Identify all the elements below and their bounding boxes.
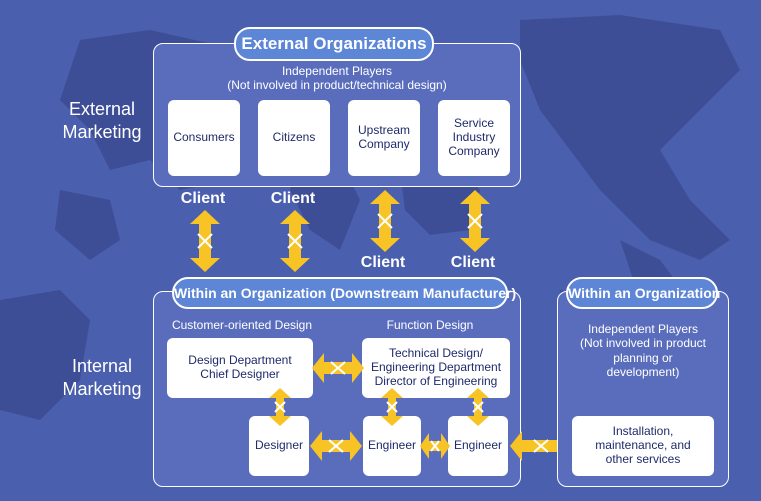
- client-arrow-upstream: [370, 190, 400, 252]
- client-arrow-citizens: [280, 210, 310, 272]
- consumers-box: Consumers: [168, 100, 240, 176]
- client-arrow-service: [460, 190, 490, 252]
- arrow-tech-dept-to-engineer-1: [381, 388, 403, 426]
- arrow-design-dept-to-designer: [269, 388, 291, 426]
- client-label-citizens: Client: [270, 190, 316, 207]
- arrow-tech-dept-to-engineer-2: [467, 388, 489, 426]
- engineer-box-2: Engineer: [448, 416, 508, 476]
- arrow-design-dept-to-tech-dept: [312, 353, 364, 383]
- client-label-consumers: Client: [180, 190, 226, 207]
- external-orgs-subtitle: Independent Players (Not involved in pro…: [227, 64, 447, 93]
- customer-oriented-design-label: Customer-oriented Design: [171, 318, 313, 332]
- client-label-service: Client: [450, 254, 496, 271]
- technical-design-department-box: Technical Design/ Engineering Department…: [362, 338, 510, 398]
- upstream-company-box: Upstream Company: [348, 100, 420, 176]
- arrow-engineer-to-services: [510, 431, 572, 461]
- client-label-upstream: Client: [360, 254, 406, 271]
- design-department-box: Design Department Chief Designer: [167, 338, 313, 398]
- designer-box: Designer: [249, 416, 309, 476]
- client-arrow-consumers: [190, 210, 220, 272]
- function-design-label: Function Design: [386, 318, 474, 332]
- engineer-box-1: Engineer: [363, 416, 421, 476]
- within-organization-title: Within an Organization: [566, 277, 720, 309]
- within-org-subtitle: Independent Players (Not involved in pro…: [579, 322, 707, 380]
- citizens-box: Citizens: [258, 100, 330, 176]
- arrow-engineer-to-engineer: [420, 433, 450, 459]
- installation-maintenance-box: Installation, maintenance, and other ser…: [572, 416, 714, 476]
- external-marketing-label: External Marketing: [62, 99, 142, 143]
- downstream-manufacturer-title: Within an Organization (Downstream Manuf…: [172, 277, 516, 309]
- service-industry-company-box: Service Industry Company: [438, 100, 510, 176]
- internal-marketing-label: Internal Marketing: [62, 356, 142, 400]
- external-organizations-title: External Organizations: [234, 27, 434, 61]
- arrow-designer-to-engineer: [310, 431, 362, 461]
